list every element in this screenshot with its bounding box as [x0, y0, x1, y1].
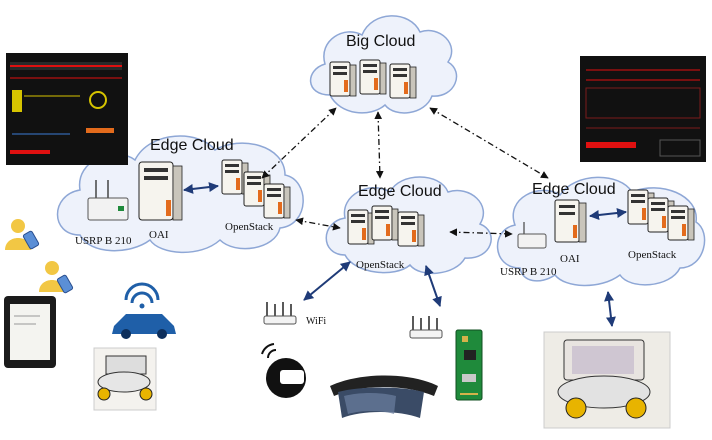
edge-cloud-left-label: Edge Cloud — [150, 137, 234, 154]
openstack-left-label: OpenStack — [225, 221, 274, 233]
wifi-router-small-icon — [409, 315, 443, 339]
openstack-right-label: OpenStack — [628, 249, 677, 261]
raspberry-pi-icon — [455, 329, 483, 401]
big-cloud-label: Big Cloud — [346, 33, 415, 50]
robot-car-right-icon — [543, 331, 671, 429]
big-cloud-servers — [329, 59, 417, 99]
spectrum-monitor-left-icon — [6, 53, 128, 165]
usrp-right-radio-icon — [517, 222, 547, 249]
user-phone-icon — [39, 261, 74, 294]
links — [183, 107, 627, 327]
usrp-right-label: USRP B 210 — [500, 266, 557, 278]
mixed-reality-headset-icon — [330, 375, 438, 418]
oai-left-label: OAI — [149, 229, 169, 241]
connected-car-icon — [112, 282, 176, 339]
usrp-left-label: USRP B 210 — [75, 235, 132, 247]
spectrum-monitor-right-icon — [580, 56, 706, 162]
wifi-router-icon — [263, 301, 297, 325]
openstack-center-label: OpenStack — [356, 259, 405, 271]
user-phone-icon — [5, 219, 40, 250]
vr-headset-icon — [261, 343, 306, 398]
openstack-center-servers — [347, 205, 425, 247]
wifi-label: WiFi — [306, 316, 326, 327]
robot-car-left-icon — [93, 347, 157, 411]
usrp-left-radio-icon — [87, 180, 129, 221]
smartphone-icon — [4, 296, 56, 368]
edge-cloud-center-label: Edge Cloud — [358, 183, 442, 200]
oai-left-server-icon — [138, 161, 183, 221]
edge-cloud-right-label: Edge Cloud — [532, 181, 616, 198]
oai-right-label: OAI — [560, 253, 580, 265]
oai-right-server-icon — [554, 199, 587, 243]
